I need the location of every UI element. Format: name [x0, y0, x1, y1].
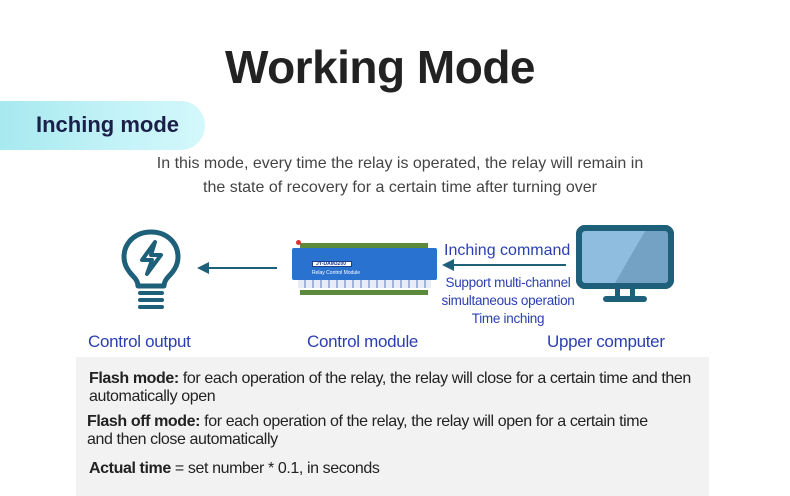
monitor-icon	[576, 225, 674, 302]
mode-badge: Inching mode	[0, 101, 205, 150]
terminal-strip-top	[300, 243, 428, 248]
lightbulb-bolt-icon	[121, 229, 181, 309]
mode-description-line-2: the state of recovery for a certain time…	[203, 179, 597, 196]
module-model: JY-DAM3200	[316, 261, 347, 267]
info-panel: Flash mode: for each operation of the re…	[76, 357, 709, 496]
relay-row	[298, 280, 431, 288]
flash-mode-text: for each operation of the relay, the rel…	[89, 370, 691, 405]
command-desc-line-3: Time inching	[471, 311, 545, 326]
mode-label: Inching mode	[36, 112, 179, 137]
terminal-strip-bottom	[300, 290, 428, 295]
mode-description: In this mode, every time the relay is op…	[100, 152, 700, 200]
relay-module-image: JY-DAM3200 Relay Control Module	[292, 240, 437, 296]
power-led	[296, 240, 301, 245]
output-arrow	[197, 262, 277, 274]
module-label-plate	[312, 261, 352, 267]
actual-time-label: Actual time	[89, 460, 171, 477]
flash-off-text: for each operation of the relay, the rel…	[87, 413, 648, 448]
flash-off-label: Flash off mode:	[87, 413, 201, 430]
command-arrow	[442, 259, 566, 271]
caption-control-output: Control output	[88, 332, 191, 351]
command-desc-line-2: simultaneous operation	[441, 293, 575, 308]
module-subtitle: Relay Control Module	[312, 270, 361, 276]
actual-time-info: Actual time = set number * 0.1, in secon…	[89, 460, 689, 478]
caption-control-module: Control module	[307, 332, 419, 351]
actual-time-text: = set number * 0.1, in seconds	[170, 460, 380, 477]
command-label: Inching command	[444, 242, 571, 259]
page-title: Working Mode	[224, 41, 536, 93]
command-desc-line-1: Support multi-channel	[445, 275, 571, 290]
flash-off-mode-info: Flash off mode: for each operation of th…	[87, 413, 677, 449]
flash-mode-label: Flash mode:	[89, 370, 179, 387]
command-description: Support multi-channel simultaneous opera…	[433, 274, 583, 328]
flash-mode-info: Flash mode: for each operation of the re…	[89, 370, 704, 406]
caption-upper-computer: Upper computer	[547, 332, 665, 351]
mode-description-line-1: In this mode, every time the relay is op…	[156, 155, 644, 172]
